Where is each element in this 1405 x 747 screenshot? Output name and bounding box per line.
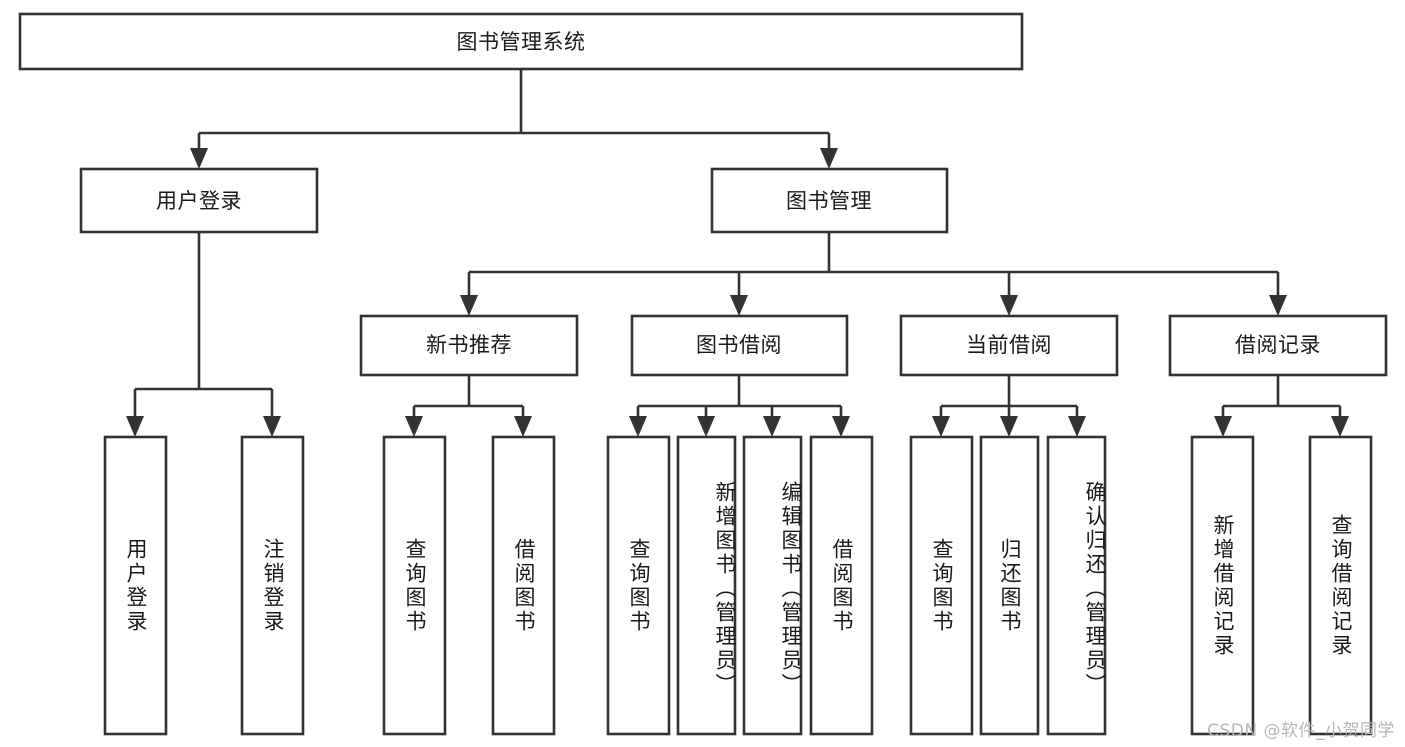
leaf-user-login-logout[interactable] xyxy=(240,435,305,736)
node-book-borrow-label: 图书借阅 xyxy=(696,333,782,357)
leaf-book-borrow-add[interactable] xyxy=(676,435,737,736)
node-user-login[interactable] xyxy=(79,167,319,234)
leaf-borrow-record-add[interactable] xyxy=(1190,435,1255,736)
leaf-book-borrow-query[interactable] xyxy=(606,435,671,736)
connector-user-login-to-leaves xyxy=(126,232,281,437)
leaf-book-borrow-borrow[interactable] xyxy=(809,435,874,736)
connector-book-borrow-to-leaves xyxy=(629,375,850,437)
node-new-book-recommend[interactable] xyxy=(359,314,579,377)
node-book-management-label: 图书管理 xyxy=(786,189,872,213)
node-current-borrow[interactable] xyxy=(899,314,1119,377)
leaf-current-borrow-query[interactable] xyxy=(909,435,974,736)
node-book-management[interactable] xyxy=(710,167,949,234)
watermark-text: CSDN @软件_小贺同学 xyxy=(1207,721,1395,741)
node-root-system[interactable] xyxy=(18,12,1024,71)
leaf-new-book-query[interactable] xyxy=(382,435,447,736)
node-root-system-label: 图书管理系统 xyxy=(457,30,586,54)
leaf-current-borrow-confirm[interactable] xyxy=(1046,435,1107,736)
node-borrow-record[interactable] xyxy=(1168,314,1388,377)
node-current-borrow-label: 当前借阅 xyxy=(966,333,1052,357)
connector-current-borrow-to-leaves xyxy=(932,375,1086,437)
node-user-login-label: 用户登录 xyxy=(156,189,242,213)
leaf-user-login-login[interactable] xyxy=(103,435,168,736)
connector-new-book-to-leaves xyxy=(405,375,532,437)
leaf-borrow-record-query[interactable] xyxy=(1308,435,1373,736)
leaf-current-borrow-return[interactable] xyxy=(979,435,1040,736)
leaf-new-book-borrow[interactable] xyxy=(491,435,556,736)
connector-borrow-record-to-leaves xyxy=(1214,375,1349,437)
connector-root-to-level2 xyxy=(190,69,838,169)
connector-book-mgmt-to-level3 xyxy=(460,232,1287,316)
node-borrow-record-label: 借阅记录 xyxy=(1235,333,1321,357)
leaf-book-borrow-edit[interactable] xyxy=(742,435,803,736)
node-book-borrow[interactable] xyxy=(630,314,849,377)
node-new-book-recommend-label: 新书推荐 xyxy=(426,333,512,357)
